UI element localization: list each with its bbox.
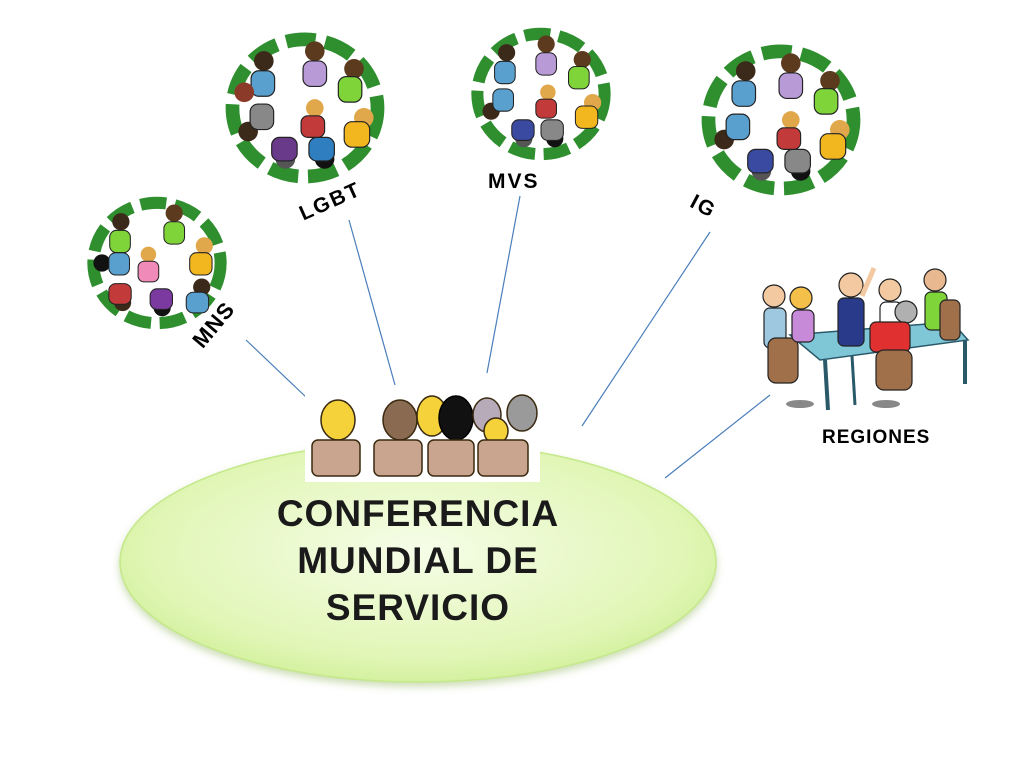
group-mvs-icon [471, 27, 611, 161]
meeting-table-icon [762, 267, 970, 411]
group-lgbt-icon [225, 32, 385, 184]
group-ig-icon [701, 44, 861, 196]
connector-mvs [486, 195, 521, 374]
connector-mns [245, 339, 308, 399]
connectors [245, 195, 771, 479]
node-label-mvs: MVS [488, 170, 540, 193]
connector-regiones [664, 394, 771, 479]
center-title-line-1: CONFERENCIA [276, 493, 560, 534]
audience-seated-icon [305, 392, 540, 482]
center-title-line-3: SERVICIO [325, 587, 511, 628]
center-title: CONFERENCIA MUNDIAL DE SERVICIO [200, 490, 636, 631]
connector-lgbt [348, 219, 396, 386]
node-label-regiones: REGIONES [822, 427, 931, 448]
center-title-line-2: MUNDIAL DE [297, 540, 539, 581]
connector-ig [581, 231, 711, 427]
group-mns-icon [87, 196, 227, 330]
